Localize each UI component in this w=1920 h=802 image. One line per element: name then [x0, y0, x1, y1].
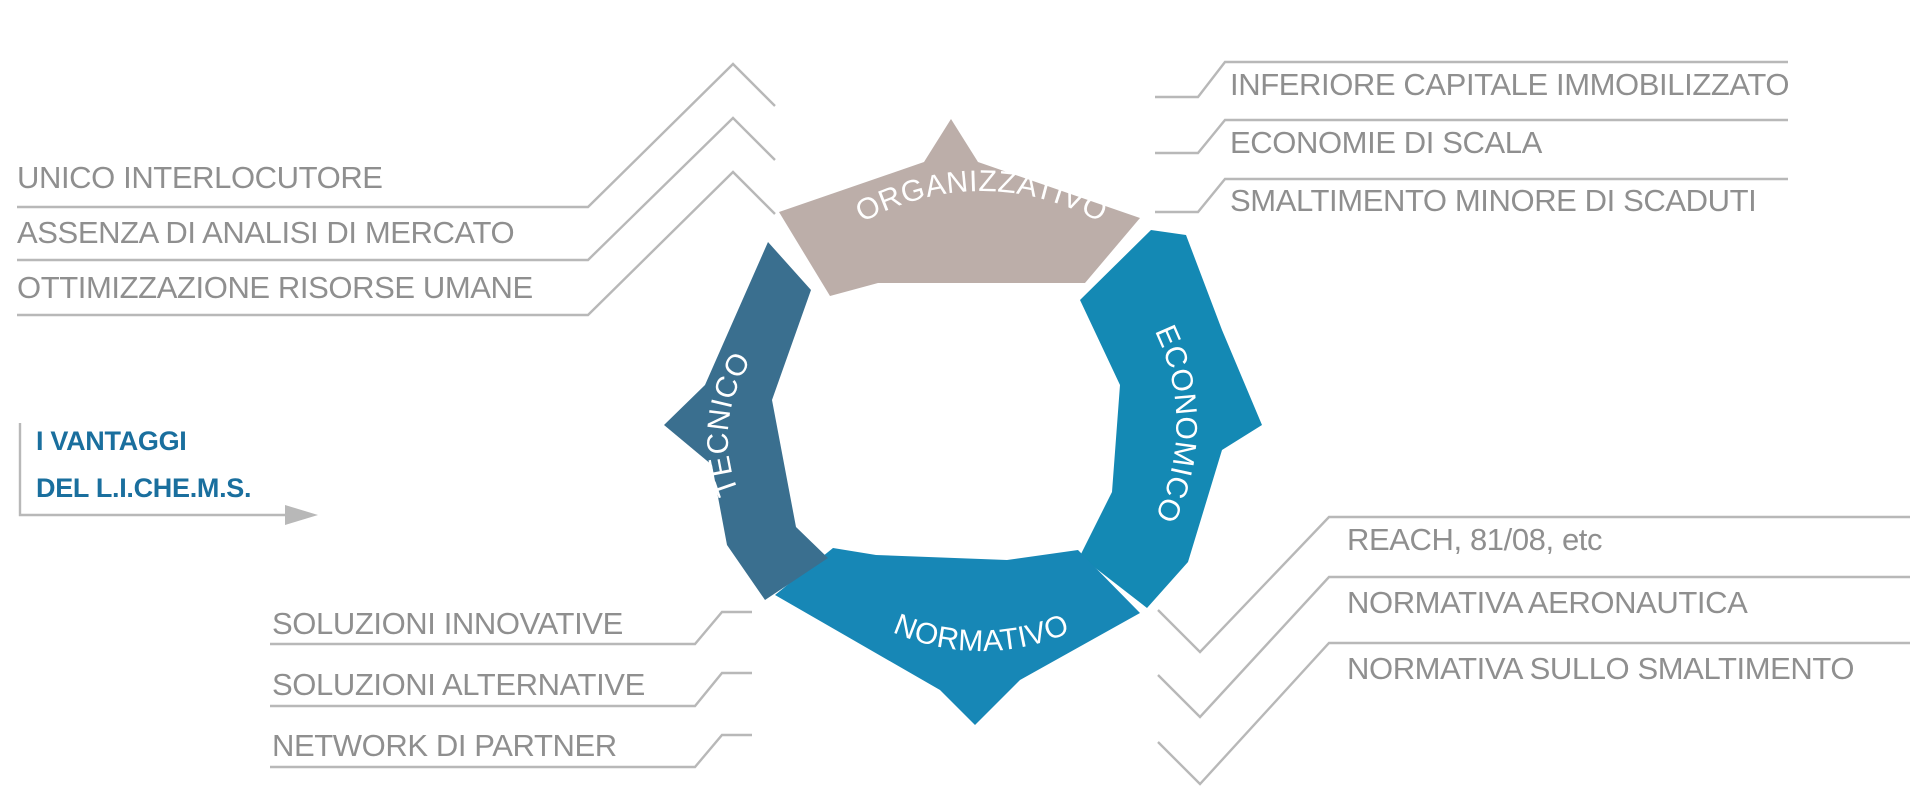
- diagram-title: I VANTAGGI DEL L.I.CHE.M.S.: [36, 426, 252, 503]
- connector-normativo-1: [1157, 515, 1910, 654]
- label-tecnico-2: SOLUZIONI ALTERNATIVE: [272, 667, 645, 702]
- title-line-2: DEL L.I.CHE.M.S.: [36, 473, 251, 503]
- label-tecnico-1: SOLUZIONI INNOVATIVE: [272, 606, 623, 641]
- segment-organizzativo: [779, 119, 1140, 296]
- labels-economico: INFERIORE CAPITALE IMMOBILIZZATO ECONOMI…: [1230, 67, 1789, 218]
- labels-tecnico: SOLUZIONI INNOVATIVE SOLUZIONI ALTERNATI…: [272, 606, 645, 763]
- label-organizzativo-1: UNICO INTERLOCUTORE: [17, 160, 383, 195]
- connector-tecnico-3: [270, 733, 752, 769]
- label-organizzativo-2: ASSENZA DI ANALISI DI MERCATO: [17, 215, 514, 250]
- connector-economico-3: [1155, 177, 1788, 214]
- connector-economico-1: [1155, 60, 1788, 99]
- connector-organizzativo-3: [17, 170, 776, 317]
- connector-tecnico-1: [270, 610, 752, 646]
- connector-normativo-2: [1157, 575, 1910, 719]
- title-line-1: I VANTAGGI: [36, 426, 187, 456]
- connector-economico-2: [1155, 118, 1788, 155]
- label-economico-2: ECONOMIE DI SCALA: [1230, 125, 1543, 160]
- connectors: [17, 60, 1910, 786]
- segment-normativo: [775, 548, 1140, 725]
- label-tecnico-3: NETWORK DI PARTNER: [272, 728, 617, 763]
- connector-organizzativo-2: [17, 116, 776, 262]
- labels-organizzativo: UNICO INTERLOCUTORE ASSENZA DI ANALISI D…: [17, 160, 533, 305]
- segment-tecnico: [664, 242, 828, 600]
- label-organizzativo-3: OTTIMIZZAZIONE RISORSE UMANE: [17, 270, 533, 305]
- label-economico-1: INFERIORE CAPITALE IMMOBILIZZATO: [1230, 67, 1789, 102]
- segment-economico: [1080, 230, 1262, 608]
- title-arrow-line: [18, 423, 305, 517]
- connector-organizzativo-1: [17, 62, 776, 209]
- label-normativo-1: REACH, 81/08, etc: [1347, 522, 1602, 557]
- label-normativo-3: NORMATIVA SULLO SMALTIMENTO: [1347, 651, 1854, 686]
- label-normativo-2: NORMATIVA AERONAUTICA: [1347, 585, 1748, 620]
- ring: [664, 119, 1262, 725]
- connector-normativo-3: [1157, 641, 1910, 786]
- title-arrow-head: [285, 505, 318, 525]
- label-economico-3: SMALTIMENTO MINORE DI SCADUTI: [1230, 183, 1756, 218]
- connector-tecnico-2: [270, 671, 752, 708]
- labels-normativo: REACH, 81/08, etc NORMATIVA AERONAUTICA …: [1347, 522, 1855, 686]
